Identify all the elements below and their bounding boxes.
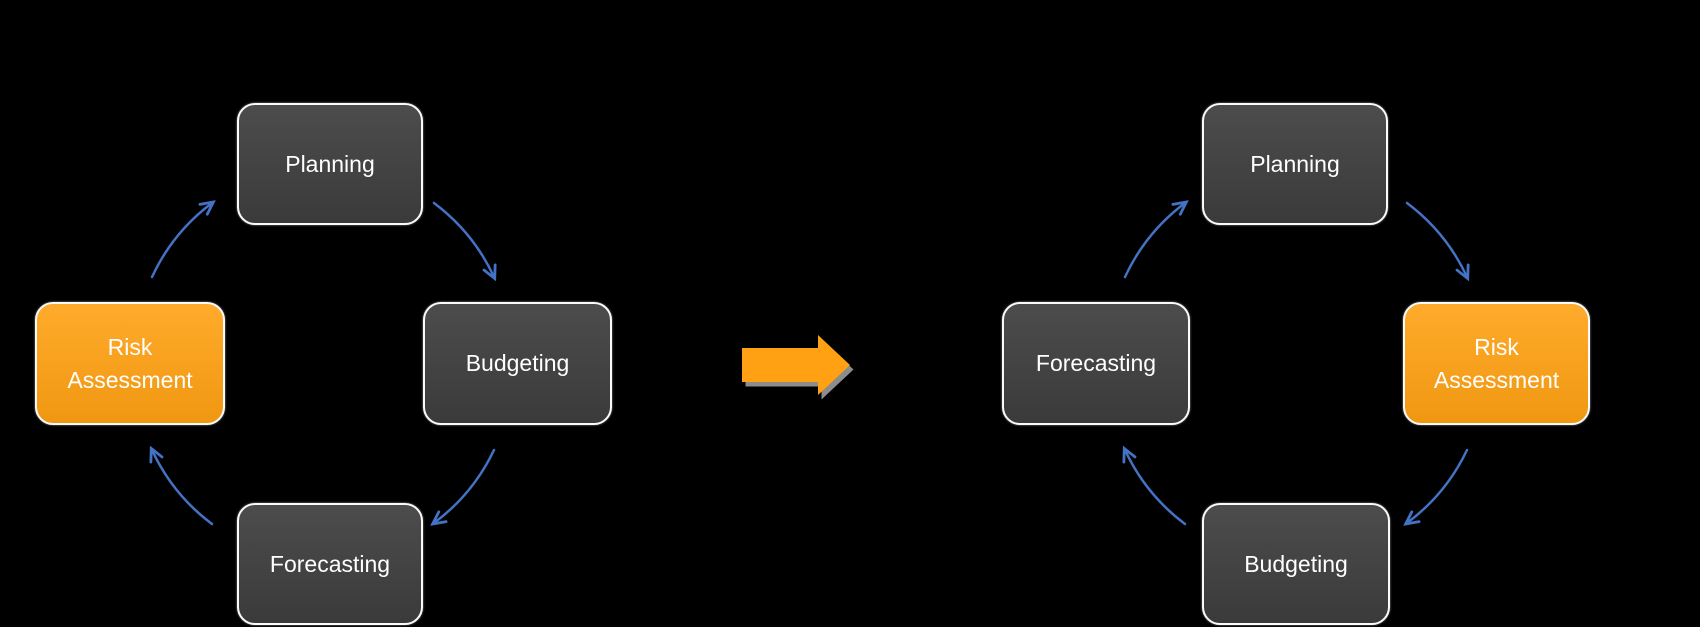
node-label: Risk Assessment: [67, 334, 193, 393]
flow-arrow-forecasting-to-planning: [1123, 203, 1185, 279]
flow-arrow-planning-to-budgeting: [432, 201, 494, 277]
cycle-after-arrows: [1125, 203, 1467, 524]
node-label: Forecasting: [269, 550, 391, 577]
flow-arrow-risk-assessment-to-planning: [150, 203, 212, 279]
flow-arrow-forecasting-to-risk-assessment: [152, 450, 214, 526]
cycle-before-arrows: [152, 203, 494, 524]
cycle2-node-planning: Planning: [1202, 103, 1388, 225]
cycle1-node-risk-assessment: Risk Assessment: [35, 302, 225, 425]
cycle1-node-budgeting: Budgeting: [423, 302, 612, 425]
node-label: Forecasting: [1035, 350, 1157, 377]
flow-arrow-risk-assessment-to-budgeting: [1407, 448, 1469, 523]
right-arrow-icon: [742, 335, 854, 400]
node-label: Budgeting: [465, 350, 570, 377]
right-arrow-shape: [742, 335, 850, 395]
cycle1-node-planning: Planning: [237, 103, 423, 225]
cycle2-node-budgeting: Budgeting: [1202, 503, 1390, 625]
node-label: Planning: [285, 150, 375, 177]
cycle1-node-forecasting: Forecasting: [237, 503, 423, 625]
flow-arrow-planning-to-risk-assessment: [1405, 201, 1467, 277]
flow-arrow-budgeting-to-forecasting: [1125, 450, 1187, 526]
node-label: Budgeting: [1244, 550, 1348, 577]
cycle2-node-risk-assessment: Risk Assessment: [1403, 302, 1590, 425]
node-label: Planning: [1250, 150, 1340, 177]
node-label: Risk Assessment: [1433, 334, 1560, 393]
cycle2-node-forecasting: Forecasting: [1002, 302, 1190, 425]
flow-arrow-budgeting-to-forecasting: [434, 448, 496, 523]
